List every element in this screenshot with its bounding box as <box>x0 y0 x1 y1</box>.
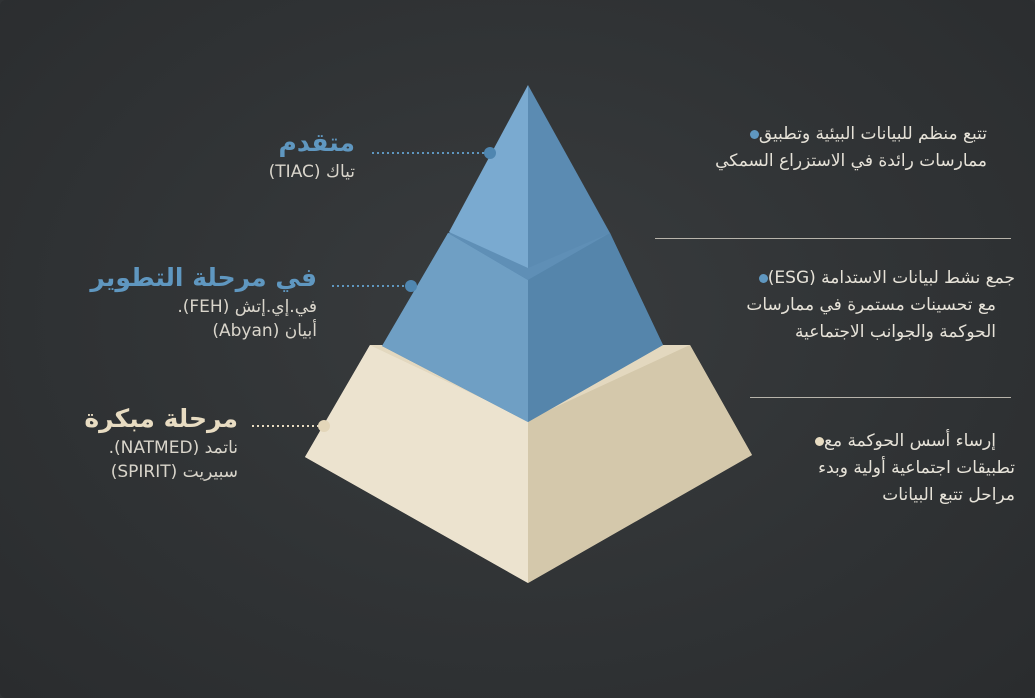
description-line: ممارسات رائدة في الاستزراع السمكي <box>715 151 987 171</box>
stage-title-advanced: متقدم <box>278 128 355 157</box>
description-line: مراحل تتبع البيانات <box>882 485 1015 505</box>
description-line: الحوكمة والجوانب الاجتماعية <box>795 322 996 342</box>
bullet-icon <box>758 273 768 283</box>
description-early: إرساء أسس الحوكمة مع تطبيقات اجتماعية أو… <box>805 428 1015 509</box>
description-line: إرساء أسس الحوكمة مع <box>823 431 996 451</box>
stage-title-early: مرحلة مبكرة <box>84 404 238 433</box>
leader-dot-advanced <box>484 147 496 159</box>
description-line: تطبيقات اجتماعية أولية وبدء <box>818 458 1015 478</box>
divider <box>750 397 1011 398</box>
bullet-icon <box>814 436 824 446</box>
stage-advanced: متقدم تياك (TIAC) <box>269 126 355 184</box>
stage-early: مرحلة مبكرة ناتمد (NATMED). سبيريت (SPIR… <box>84 402 238 484</box>
stage-company: تياك (TIAC) <box>268 162 355 182</box>
description-line: جمع نشط لبيانات الاستدامة (ESG) <box>767 268 1015 288</box>
divider <box>655 238 1011 239</box>
stage-title-developing: في مرحلة التطوير <box>90 263 317 292</box>
pyramid-tier-advanced <box>449 85 610 268</box>
description-advanced: تتبع منظم للبيانات البيئية وتطبيق ممارسا… <box>696 121 987 175</box>
description-developing: جمع نشط لبيانات الاستدامة (ESG) مع تحسين… <box>746 265 1015 346</box>
stage-company: أبيان (Abyan) <box>212 321 317 341</box>
bullet-icon <box>749 129 759 139</box>
leader-dot-early <box>318 420 330 432</box>
leader-dot-developing <box>405 280 417 292</box>
stage-company: ناتمد (NATMED). <box>108 438 238 458</box>
stage-developing: في مرحلة التطوير في.إي.إتش (FEH). أبيان … <box>90 261 317 343</box>
description-line: مع تحسينات مستمرة في ممارسات <box>746 295 996 315</box>
stage-company: سبيريت (SPIRIT) <box>110 462 238 482</box>
stage-company: في.إي.إتش (FEH). <box>177 297 317 317</box>
description-line: تتبع منظم للبيانات البيئية وتطبيق <box>758 124 987 144</box>
